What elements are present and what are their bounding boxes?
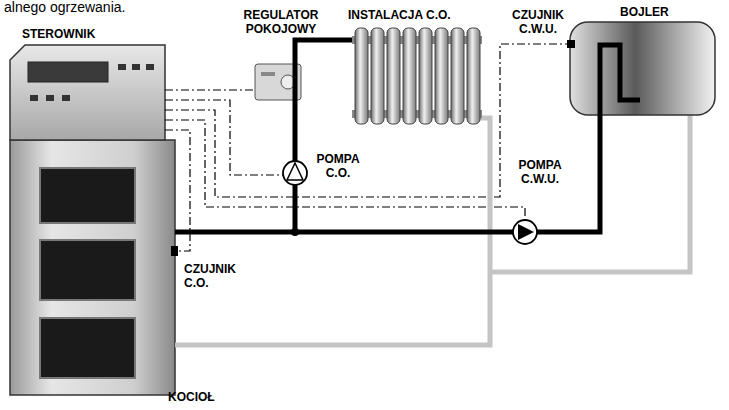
pump-symbol — [513, 220, 537, 244]
cropped-heading: alnego ogrzewania. — [4, 0, 125, 14]
part-label: POMPA C.W.U. — [507, 158, 573, 186]
controller-button — [146, 64, 154, 70]
controller-button — [118, 64, 126, 70]
radiator-fin — [467, 28, 480, 124]
boiler-door — [40, 240, 135, 300]
supply-pipe — [175, 40, 640, 232]
radiator-fin — [451, 28, 464, 124]
part-label: STEROWNIK — [22, 27, 95, 41]
pump-symbol — [283, 161, 307, 185]
controller-button — [62, 95, 70, 101]
radiator-fin — [419, 28, 432, 124]
radiator-fin — [403, 28, 416, 124]
radiator-fins — [355, 28, 480, 124]
controller-button — [132, 64, 140, 70]
pump-triangle — [287, 163, 303, 180]
pump-triangle — [518, 224, 534, 240]
part-label: INSTALACJA C.O. — [348, 8, 451, 22]
controller-button — [46, 95, 54, 101]
co-sensor — [171, 246, 178, 256]
controller-display — [28, 62, 108, 82]
part-label: CZUJNIK C.W.U. — [505, 8, 571, 36]
radiator-fin — [387, 28, 400, 124]
regulator-mark — [261, 72, 275, 76]
part-label: KOCIOŁ — [168, 390, 215, 404]
controller-housing — [10, 45, 165, 140]
part-label: REGULATOR POKOJOWY — [233, 8, 329, 36]
boiler-door — [40, 318, 135, 378]
boiler-door — [40, 168, 135, 223]
part-label: POMPA C.O. — [312, 152, 364, 180]
part-label: CZUJNIK C.O. — [184, 262, 246, 290]
radiator-fin — [355, 28, 368, 124]
controller-button — [30, 95, 38, 101]
pipe-junction — [291, 228, 299, 236]
hot-water-tank — [570, 22, 715, 115]
part-label: BOJLER — [620, 5, 669, 19]
radiator-fin — [371, 28, 384, 124]
dhw-sensor — [567, 40, 575, 48]
radiator-fin — [435, 28, 448, 124]
boiler-body — [10, 140, 175, 395]
